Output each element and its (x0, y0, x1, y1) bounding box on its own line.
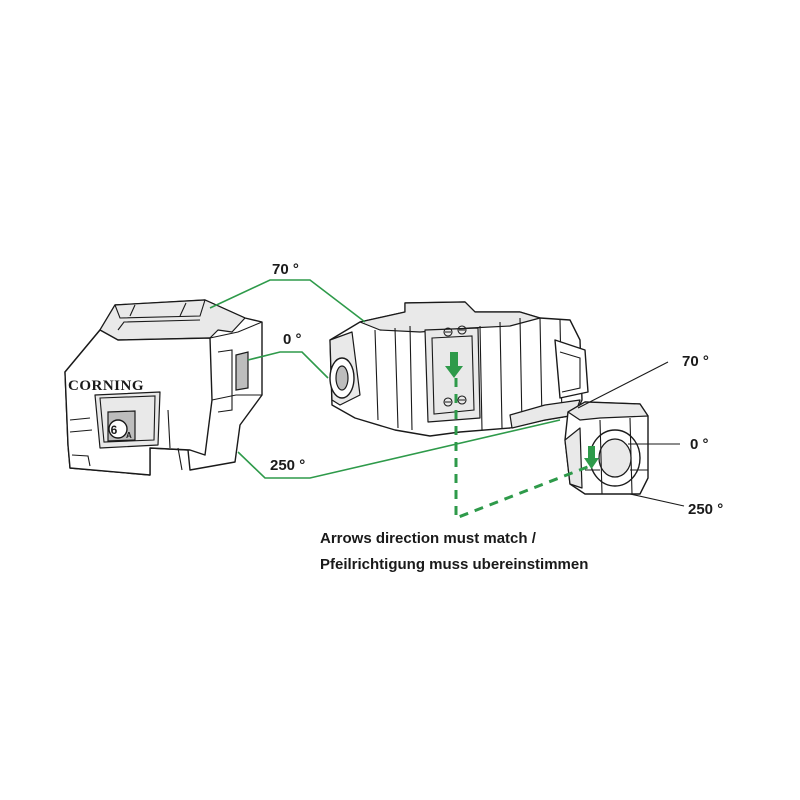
caption-line-english: Arrows direction must match / (320, 530, 537, 547)
keystone-jack: CORNING 6 A (64, 299, 263, 476)
left-label-70: 70 ° (272, 261, 299, 278)
mounting-frame (329, 301, 589, 437)
jack-brand-label: CORNING (68, 378, 144, 394)
right-label-250: 250 ° (688, 501, 723, 518)
left-label-0: 0 ° (283, 331, 302, 348)
right-label-0: 0 ° (690, 436, 709, 453)
right-leader-lines (577, 361, 685, 507)
jack-category-main: 6 (111, 423, 118, 437)
angle-connector-lines (209, 279, 591, 521)
jack-category-sub: A (126, 431, 132, 440)
left-label-250: 250 ° (270, 457, 305, 474)
rotating-insert (564, 401, 649, 495)
caption-line-german: Pfeilrichtigung muss ubereinstimmen (320, 556, 588, 573)
right-label-70: 70 ° (682, 353, 709, 370)
